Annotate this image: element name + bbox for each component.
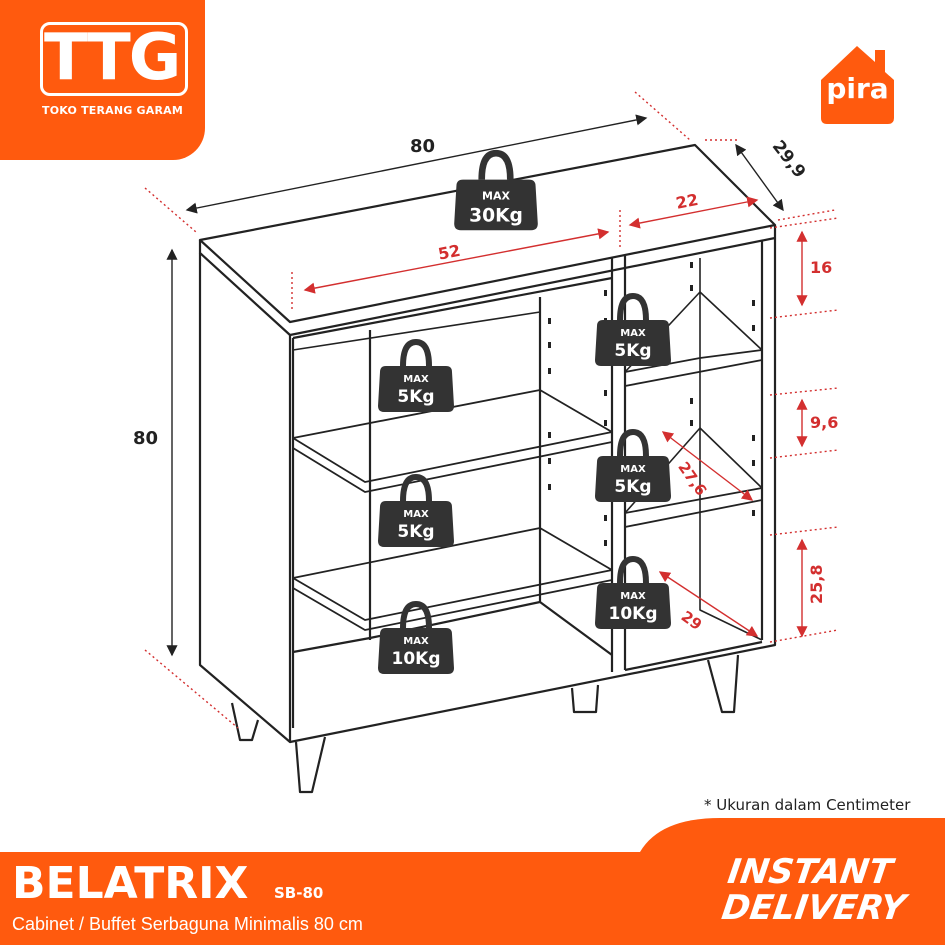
dim-right-top-gap: 16	[810, 258, 832, 277]
weight-right-shelf-1-max: MAX	[620, 328, 646, 339]
product-name: BELATRIX	[12, 858, 249, 909]
weight-left-bottom-value: 10Kg	[392, 649, 441, 669]
badge-instant: INSTANT	[725, 852, 895, 892]
shelf-depth-arrow	[661, 431, 754, 501]
right-panel	[289, 238, 777, 744]
left-panel	[198, 253, 292, 744]
dim-right-width: 22	[674, 190, 699, 213]
unit-note: * Ukuran dalam Centimeter	[704, 796, 911, 814]
weight-left-shelf-1-value: 5Kg	[397, 387, 434, 407]
weight-left-shelf-2-max: MAX	[403, 509, 429, 520]
peg-holes	[548, 262, 755, 546]
depth-arrow	[735, 143, 784, 212]
dim-total-height: 80	[133, 428, 158, 449]
weight-icon	[378, 338, 454, 412]
right-back-line	[699, 258, 763, 641]
weight-left-shelf-1: MAX 5Kg	[378, 338, 454, 412]
right-shelf-1	[624, 349, 763, 387]
weight-top-max: MAX	[482, 189, 510, 202]
ttg-logo: TTG TOKO TERANG GARAM	[0, 0, 205, 160]
house-logo-icon	[821, 46, 894, 124]
dim-right-bottom-gap: 25,8	[807, 565, 826, 604]
dim-depth: 29,9	[768, 137, 810, 182]
weight-left-shelf-2-value: 5Kg	[397, 522, 434, 542]
bottom-depth-arrow	[658, 571, 759, 637]
right-width-arrow	[628, 196, 759, 229]
overall-dimensions	[166, 114, 784, 657]
weight-top-value: 30Kg	[469, 205, 523, 226]
footer-bar	[0, 852, 945, 945]
inner-dimensions	[303, 196, 808, 638]
leg-back	[570, 684, 600, 714]
weight-top: MAX 30Kg	[454, 149, 538, 231]
pira-logo: pira	[815, 40, 900, 125]
weight-left-shelf-2: MAX 5Kg	[378, 473, 454, 547]
weight-left-bottom: MAX 10Kg	[378, 600, 454, 674]
dim-left-width: 52	[436, 241, 461, 264]
dim-total-width: 80	[410, 136, 435, 157]
badge-delivery: DELIVERY	[719, 888, 908, 928]
ttg-logo-frame	[40, 22, 188, 96]
extension-lines	[144, 91, 839, 729]
weight-icon	[378, 600, 454, 674]
weight-icon	[454, 149, 538, 231]
left-width-arrow	[303, 228, 610, 294]
dim-right-mid-gap: 9,6	[810, 413, 838, 432]
leg-right	[706, 654, 740, 714]
weight-right-shelf-2-max: MAX	[620, 464, 646, 475]
left-shelf-top-line	[292, 311, 541, 351]
weight-left-bottom-max: MAX	[403, 636, 429, 647]
left-shelf-2-edge	[292, 570, 613, 631]
leg-left-front	[230, 702, 260, 742]
weight-left-shelf-1-max: MAX	[403, 374, 429, 385]
weight-right-bottom-max: MAX	[620, 591, 646, 602]
weight-icon	[378, 473, 454, 547]
weight-right-shelf-1: MAX 5Kg	[595, 292, 671, 366]
product-code: SB-80	[274, 884, 324, 902]
weight-icon	[595, 555, 671, 629]
ttg-logo-letters: TTG	[44, 21, 181, 95]
weight-icon	[595, 428, 671, 502]
weight-right-shelf-2-value: 5Kg	[614, 477, 651, 497]
weight-right-shelf-1-value: 5Kg	[614, 341, 651, 361]
weight-right-shelf-2: MAX 5Kg	[595, 428, 671, 502]
back-frame	[292, 276, 613, 640]
width-arrow	[185, 114, 648, 214]
pira-logo-text: pira	[826, 72, 889, 105]
weight-icon	[595, 292, 671, 366]
bottom-board	[292, 600, 763, 672]
weight-right-bottom: MAX 10Kg	[595, 555, 671, 629]
ttg-logo-subtitle: TOKO TERANG GARAM	[42, 104, 184, 117]
product-description: Cabinet / Buffet Serbaguna Minimalis 80 …	[12, 914, 363, 934]
left-shelf-1-edge	[292, 432, 613, 493]
weight-right-bottom-value: 10Kg	[609, 604, 658, 624]
leg-front	[294, 736, 327, 794]
